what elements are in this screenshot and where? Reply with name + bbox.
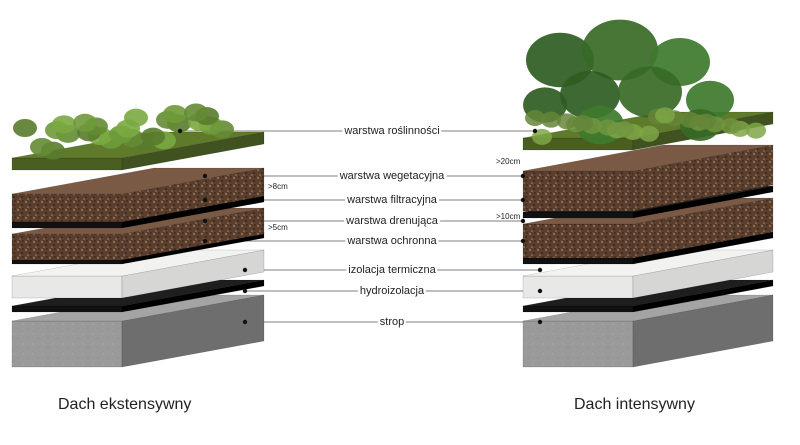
int-soil-side [632,144,774,212]
leader-slab-dot-left [242,319,248,325]
grass-tuft [541,111,561,128]
extensive-grass [13,103,234,160]
ext-soil [11,167,265,223]
grass-tuft [116,119,140,138]
grass-tuft [184,103,208,122]
leader-filter-dot-right [520,197,526,203]
int-soil [522,144,774,212]
ext-slab-front [11,320,123,368]
leader-drainage-dot-left [202,218,208,224]
shrub [582,19,658,81]
int-filter-front [522,211,634,219]
int-filter-side [632,185,774,219]
intensive-drainage-thickness: >10cm [496,212,521,221]
grass-tuft [639,125,659,142]
leader-protection-dot-left [202,238,208,244]
int-slab-front [522,320,634,368]
extensive-drainage-thickness: >5cm [268,223,288,232]
leader-waterproofing-dot-right [537,288,543,294]
grass-tuft [141,127,165,146]
ext-vegetation-side [121,131,265,171]
intensive-vegetation-thickness: >20cm [496,157,521,166]
label-ceiling-slab: strop [377,316,407,329]
label-filter-layer: warstwa filtracyjna [345,194,439,207]
grass-tuft [525,110,545,126]
grass-tuft [655,107,675,124]
ext-drainage-side [121,207,265,261]
label-protection-layer: warstwa ochronna [345,235,439,248]
grass-tuft [163,105,187,123]
int-waterproof-front [522,305,634,313]
ext-insulation [11,249,265,299]
ext-filter-front [11,221,123,229]
ext-vegetation-front [11,157,123,171]
ext-soil-side [121,167,265,223]
label-vegetation-layer: warstwa roślinności [342,125,442,138]
label-waterproofing: hydroizolacja [357,285,427,298]
leader-growing-medium-dot-right [520,173,526,179]
grass-tuft [746,122,766,139]
grass-tuft [73,113,97,132]
int-soil-front [522,170,634,212]
ext-waterproof-front [11,305,123,313]
grass-tuft [532,128,552,145]
label-growing-medium-layer: warstwa wegetacyjna [337,170,447,183]
grass-tuft [598,119,618,136]
intensive-roof-title: Dach intensywny [574,396,695,413]
int-insulation [522,249,774,299]
label-thermal-insulation: izolacja termiczna [346,264,438,277]
ext-soil-front [11,193,123,223]
ext-insulation-front [11,275,123,299]
ext-filter-side [121,195,265,229]
leader-filter-dot-left [202,197,208,203]
extensive-vegetation-thickness: >8cm [268,182,288,191]
int-drainage-front [522,223,634,259]
leader-vegetation-dot-right [532,128,538,134]
int-protection-front [522,257,634,265]
grass-tuft [721,118,741,135]
leader-drainage-dot-right [520,218,526,224]
int-insulation-front [522,275,634,299]
leader-slab-dot-right [537,319,543,325]
int-soil-top [522,144,774,172]
leader-insulation-dot-right [537,267,543,273]
grass-tuft [557,113,577,130]
grass-tuft [13,119,37,137]
grass-tuft [696,113,716,130]
layer-markers [177,128,543,325]
int-drainage-side [632,197,774,259]
grass-tuft [680,111,700,128]
leader-protection-dot-right [520,238,526,244]
grass-tuft [614,121,634,138]
int-protection-side [632,231,774,265]
extensive-roof-stack [11,131,265,368]
ext-drainage-front [11,233,123,261]
intensive-roof-stack [522,111,774,368]
extensive-roof-title: Dach ekstensywny [58,396,192,413]
leader-growing-medium-dot-left [202,173,208,179]
leader-insulation-dot-left [242,267,248,273]
grass-tuft [52,115,76,134]
intensive-shrubs [523,19,766,145]
grass-tuft [573,115,593,132]
ext-soil-top [11,167,265,195]
grass-tuft [30,137,54,156]
leader-vegetation-dot-left [177,128,183,134]
shrub [618,66,682,118]
label-drainage-layer: warstwa drenująca [344,215,440,228]
leader-waterproofing-dot-left [242,288,248,294]
